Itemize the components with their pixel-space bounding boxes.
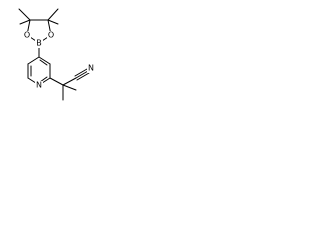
double-bond-c3-c4	[39, 59, 48, 66]
atom-label-oxygen-right: O	[48, 31, 54, 40]
atom-label-oxygen-left: O	[24, 31, 30, 40]
bond-cq-cn	[62, 77, 77, 86]
atom-labels: O O B N N	[23, 31, 95, 90]
chemical-structure-diagram: O O B N N	[18, 8, 95, 101]
atom-label-boron: B	[36, 39, 42, 48]
atom-label-nitrile-nitrogen: N	[88, 64, 94, 73]
triple-bond-line-3	[76, 72, 90, 81]
bond-c2-cq	[49, 77, 64, 86]
bond-c4-c5	[27, 56, 40, 65]
pyridine-ring	[27, 56, 51, 86]
atom-label-ring-nitrogen: N	[36, 81, 42, 90]
bond-cq-methyl-right	[62, 84, 77, 91]
methyl-groups	[18, 8, 59, 25]
bond-methyl-2	[19, 19, 31, 25]
triple-bond-line-2	[74, 68, 88, 77]
bond-methyl-1	[18, 8, 31, 21]
bond-methyl-4	[47, 19, 59, 25]
triple-bond-line-1	[75, 70, 89, 79]
bond-methyl-3	[47, 8, 59, 21]
dimethyl-acetonitrile-group	[49, 68, 90, 101]
bond-c3-c4	[38, 56, 51, 65]
